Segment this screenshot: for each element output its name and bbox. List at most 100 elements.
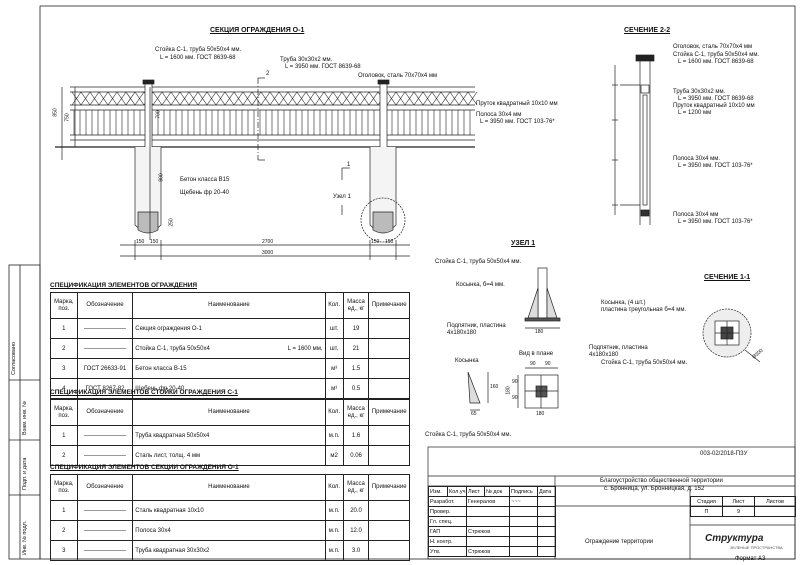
label-stoyka: Стойка С-1, труба 50х50х4 мм.: [155, 47, 242, 53]
row-oboz: ГОСТ 26633-91: [76, 358, 134, 379]
row-unit: шт.: [324, 338, 344, 359]
row-name: Полоса 30х4: [132, 520, 326, 541]
row-qty: 20.0: [342, 500, 370, 521]
h-data: Дата: [537, 486, 556, 497]
row-name-text: Полоса 30х4: [135, 527, 171, 534]
section-mark-1: 1: [347, 162, 351, 168]
label-uzel: Узел 1: [333, 194, 351, 200]
name-utv: Стрюков: [466, 546, 510, 557]
role-glspec: Гл. спец.: [428, 516, 467, 527]
dim-150: 150: [136, 239, 145, 245]
h-listov: Листов: [754, 496, 796, 507]
th-prim: Примечание: [368, 399, 410, 426]
spec1-title: СПЕЦИФИКАЦИЯ ЭЛЕМЕНТОВ ОГРАЖДЕНИЯ: [50, 282, 198, 289]
section-2-2-drawing: [612, 54, 655, 225]
row-number: 1: [50, 500, 78, 521]
section-11-title: СЕЧЕНИЕ 1-1: [704, 274, 751, 281]
s22-truba: Труба 30х30х2 мм.: [673, 89, 726, 95]
row-name: Труба квадратная 30х30х2: [132, 540, 326, 561]
spec3-title: СПЕЦИФИКАЦИЯ ЭЛЕМЕНТОВ СЕКЦИИ ОГРАЖДЕНИЯ…: [50, 464, 239, 471]
section-22-title: СЕЧЕНИЕ 2-2: [624, 27, 671, 34]
row-number: 3: [50, 540, 78, 561]
th-name: Наименование: [132, 292, 326, 319]
row-name-text: Бетон класса В-15: [135, 365, 187, 372]
dim-750: 750: [64, 113, 71, 122]
s22-prutok-l: L = 1200 мм: [678, 110, 712, 116]
h-list: Лист: [466, 486, 485, 497]
section-1-1-drawing: [702, 308, 761, 363]
role-prover: Провер.: [428, 506, 467, 517]
spec2-title: СПЕЦИФИКАЦИЯ ЭЛЕМЕНТОВ СТОЙКИ ОГРАЖДЕНИЯ…: [50, 389, 238, 396]
th-qty: Кол.: [324, 474, 344, 501]
h-list2: Лист: [722, 496, 755, 507]
row-note: [368, 425, 410, 446]
name-gap: Стрюков: [466, 526, 510, 537]
s11-plast: Подпятник, пластина: [589, 345, 648, 351]
row-unit: шт.: [324, 318, 344, 339]
role-utv: Утв.: [428, 546, 467, 557]
th-mass: Масса ед., кг: [342, 474, 370, 501]
row-name-text: Труба квадратная 50х50х4: [135, 432, 210, 439]
s22-ogol: Оголовок, сталь 70х70х4 мм: [673, 44, 753, 50]
node1-dim-90: 90: [530, 361, 536, 367]
th-prim: Примечание: [368, 474, 410, 501]
name-razrab: Генералов: [466, 496, 510, 507]
s11-kos: Косынка, (4 шт.): [601, 300, 646, 306]
label-truba-l: L = 3950 мм. ГОСТ 8639-68: [285, 64, 361, 70]
row-name: Сталь квадратная 10х10: [132, 500, 326, 521]
th-qty: Кол.: [324, 399, 344, 426]
role-razrab: Разработ.: [428, 496, 467, 507]
row-qty: 3.0: [342, 540, 370, 561]
node1-plan: Вид в плане: [519, 351, 554, 357]
row-note: [368, 358, 410, 379]
dim-700: 700: [155, 110, 162, 119]
row-note: [368, 445, 410, 466]
label-sheben: Щебень фр 20-40: [180, 190, 229, 196]
th-oboz: Обозначение: [76, 292, 134, 319]
row-name-text: Секция ограждения О-1: [135, 325, 202, 332]
row-number: 2: [50, 338, 78, 359]
row-oboz: ———————: [76, 445, 134, 466]
sheet-number: 9: [722, 506, 755, 517]
node1-dim-180c: 180: [505, 386, 512, 395]
node1-kosynka: Косынка, б=4 мм.: [456, 282, 505, 288]
doc-code: 003-02/2018-ПЗУ: [700, 451, 748, 457]
node1-kosynka2: Косынка: [455, 358, 479, 364]
side-vzam: Взам. инв. №: [22, 400, 28, 435]
row-oboz: ———————: [76, 500, 134, 521]
dim-850: 850: [52, 108, 59, 117]
th-oboz: Обозначение: [76, 474, 134, 501]
row-unit: м.п.: [324, 540, 344, 561]
s22-polosa: Полоса 30х4 мм.: [673, 156, 721, 162]
row-unit: м.п.: [324, 425, 344, 446]
row-note: [368, 500, 410, 521]
row-oboz: ———————: [76, 540, 134, 561]
row-oboz: ГОСТ 8267-82: [76, 378, 134, 399]
row-oboz: ———————: [76, 425, 134, 446]
object-line-2: с. Бронница, ул. Бронницкая, д. 152: [604, 486, 705, 492]
row-name: Сталь лист, толщ. 4 мм: [132, 445, 326, 466]
dim-900: 900: [158, 173, 165, 182]
row-name: Бетон класса В-15: [132, 358, 326, 379]
row-note: [368, 338, 410, 359]
th-mass: Масса ед., кг: [342, 399, 370, 426]
row-qty: 21: [342, 338, 370, 359]
th-mark: Марка, поз.: [50, 474, 78, 501]
row-oboz: ———————: [76, 338, 134, 359]
